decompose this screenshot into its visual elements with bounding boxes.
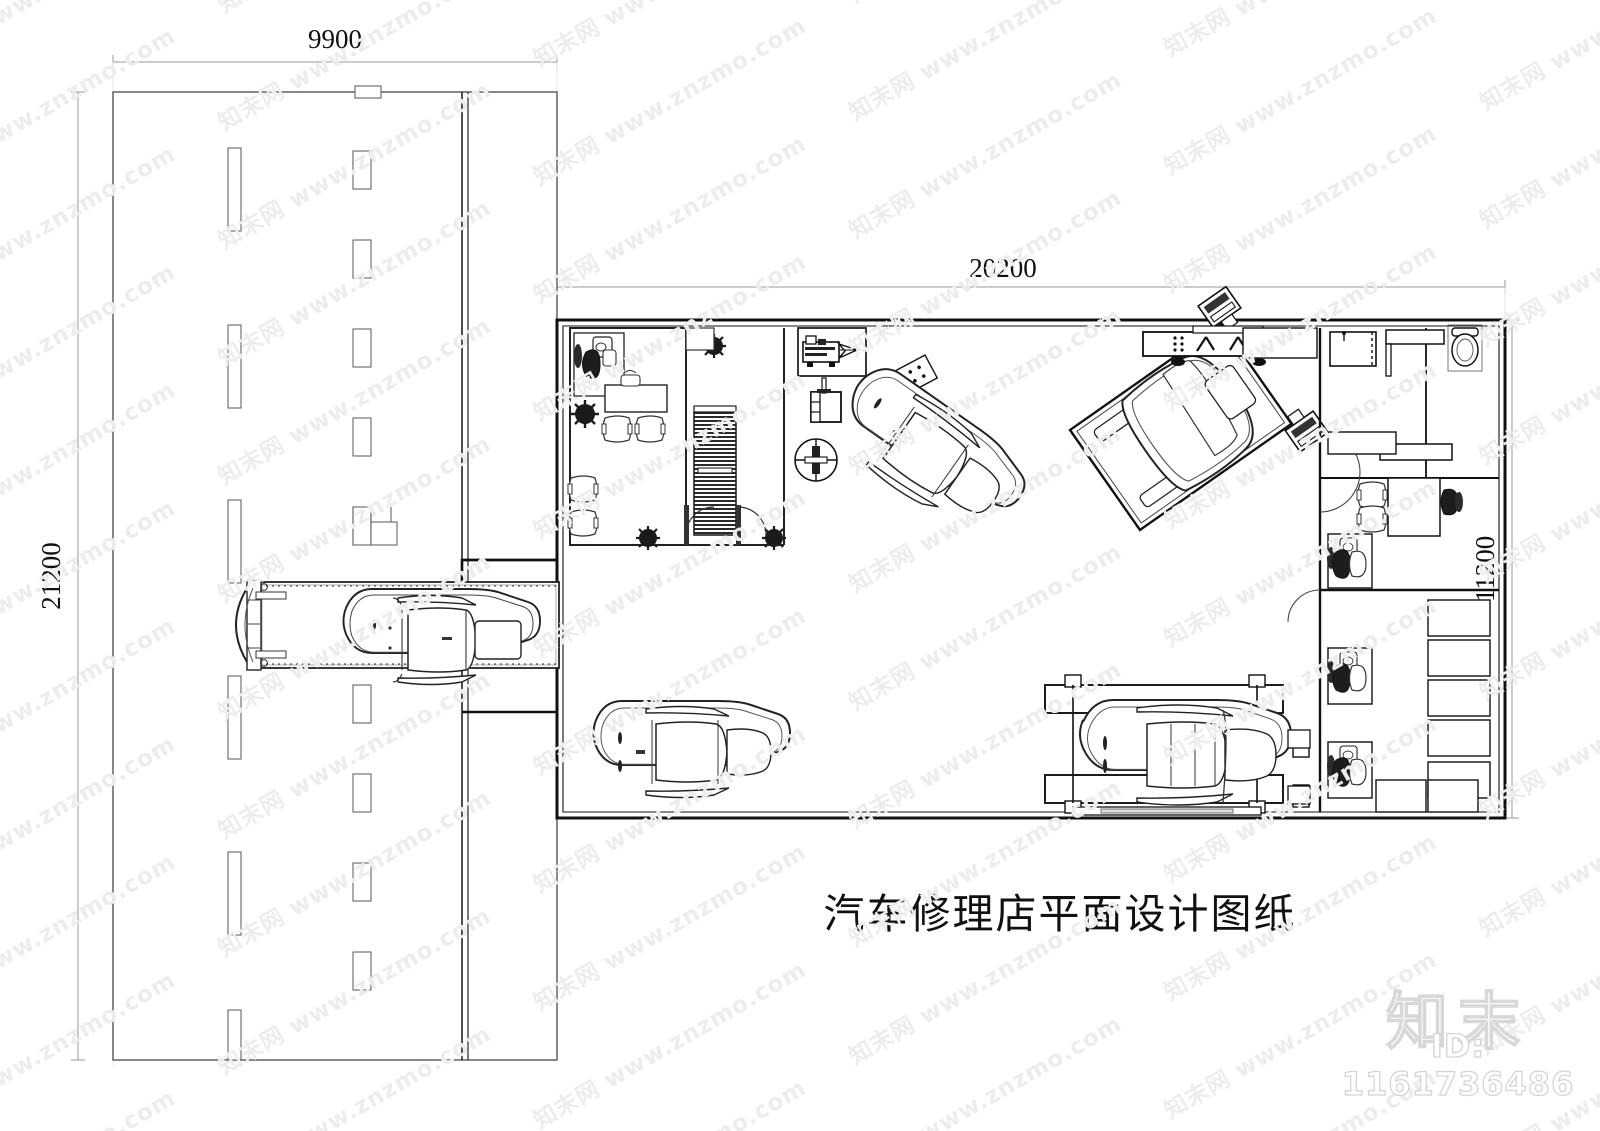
angled-lift-assembly <box>1068 285 1330 532</box>
workstation <box>1327 533 1373 589</box>
stair-landing <box>685 327 715 351</box>
stair-hall <box>684 327 785 546</box>
meeting-table <box>604 370 668 413</box>
door-swing <box>1287 589 1321 623</box>
dimension-building-height: 11200 <box>1470 536 1500 603</box>
office-lower <box>1287 589 1491 813</box>
plant-icon <box>636 526 660 550</box>
road-gate-marker <box>354 85 382 99</box>
chair <box>601 415 633 443</box>
four-post-lift-assembly <box>1044 674 1310 816</box>
dimension-site-height: 21200 <box>36 542 66 610</box>
vehicle-on-four-post-lift <box>1079 699 1293 806</box>
office-desk <box>1387 477 1441 537</box>
vehicle-wash-bay <box>342 588 541 686</box>
office-chair <box>1356 481 1388 509</box>
lift-arm <box>1196 285 1242 331</box>
road-lane-marking-left <box>227 147 242 1061</box>
workshop-accessories <box>1287 729 1311 805</box>
wash-bay-canopy <box>235 583 287 667</box>
vehicle-bay-lower-left <box>592 700 792 799</box>
road-area <box>112 85 558 1061</box>
chair <box>567 475 599 503</box>
dimension-group-building-height <box>1505 319 1519 819</box>
road-corner-marking <box>352 506 398 546</box>
dimension-building-width: 20200 <box>969 253 1037 283</box>
workstation <box>1327 647 1373 705</box>
office-upper <box>1319 431 1463 589</box>
shower-stall <box>1329 331 1377 367</box>
office-chair <box>1356 505 1388 533</box>
reception-waiting-area <box>567 327 786 550</box>
tire-balancer-icon <box>794 438 838 482</box>
staircase <box>693 405 737 536</box>
cabinet <box>1375 779 1427 813</box>
engine-hoist-icon <box>802 335 859 367</box>
upper-cabinet <box>1242 327 1318 359</box>
chair <box>634 415 666 443</box>
parts-equipment-zone <box>794 327 939 482</box>
sink-counter <box>1385 329 1445 345</box>
dimension-group-building-width <box>556 280 1506 320</box>
dimension-road-width: 9900 <box>308 24 362 54</box>
right-office-block <box>1242 324 1499 813</box>
chair <box>567 509 599 537</box>
dimension-group-site-height <box>71 91 85 1061</box>
plant-icon <box>571 400 599 428</box>
wash-bay-door <box>246 579 262 671</box>
toilet-icon <box>1451 327 1479 367</box>
cabinet <box>1427 779 1479 813</box>
restroom <box>1329 324 1483 377</box>
parts-cabinets <box>1327 431 1397 455</box>
vehicle-angled-upper <box>851 368 1026 514</box>
executive-chair <box>1440 488 1463 516</box>
lift-arm <box>1284 408 1330 454</box>
workstation <box>1327 741 1373 799</box>
tool-cabinet-icon <box>810 377 842 423</box>
brand-logo: 知末 <box>1385 985 1530 1058</box>
drawing-id-label: ID: 1161736486 <box>1341 1026 1575 1103</box>
drawing-title: 汽车修理店平面设计图纸 <box>824 890 1297 938</box>
shelving-units <box>1427 599 1491 799</box>
door-swing <box>684 505 767 545</box>
